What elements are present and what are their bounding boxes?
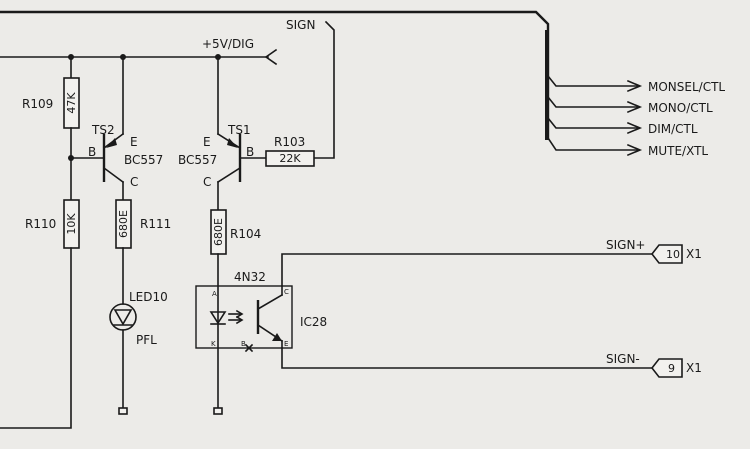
supply-rail [0,48,278,66]
resistor-ref: R103 [274,135,305,149]
pin-label: B [241,340,246,348]
resistor-r103 [265,150,315,167]
resistor-value: 680E [117,210,130,238]
connector-ref: X1 [686,247,702,261]
optocoupler-ref: IC28 [300,315,327,329]
connector-pin: 9 [668,362,675,375]
output-net-label: MONO/CTL [648,101,713,115]
optocoupler-part: 4N32 [234,270,266,284]
ground-terminal-icon [213,407,223,415]
pin-label: C [203,175,211,189]
supply-net-label: +5V/DIG [202,37,254,51]
pin-label: E [130,135,138,149]
ground-return-wire [0,247,72,429]
connector-pin: 10 [666,248,680,261]
pin-label: C [284,288,289,296]
resistor-ref: R104 [230,227,261,241]
light-emission-icon [228,309,244,325]
resistor-ref: R109 [22,97,53,111]
pin-label: C [130,175,138,189]
emitter-arrow-icon [106,138,117,148]
sign-net-label: SIGN [286,18,315,32]
sign-minus-wire [281,347,653,369]
resistor-value: 47K [65,92,78,114]
transistor-ref: TS2 [91,123,115,137]
transistor-ref: TS1 [227,123,251,137]
led-ref: LED10 [129,290,168,304]
pin-label: B [246,145,254,159]
net-label: SIGN+ [606,238,646,252]
sign-plus-wire [281,253,653,287]
connector-pin-icon [650,358,683,378]
ground-terminal-icon [118,407,128,415]
optocoupler-ic28 [195,285,293,349]
transistor-type: BC557 [178,153,217,167]
resistor-ref: R111 [140,217,171,231]
connector-pin-icon [650,244,683,264]
resistor-value: 10K [65,213,78,235]
transistor-type: BC557 [124,153,163,167]
pin-label: E [203,135,211,149]
pin-label: B [88,145,96,159]
led-icon [109,303,137,331]
connector-ref: X1 [686,361,702,375]
no-connect-icon [244,343,254,353]
net-label: SIGN- [606,352,640,366]
pin-label: A [212,290,217,298]
resistor-value: 22K [279,152,301,165]
resistor-ref: R110 [25,217,56,231]
opto-led-icon [209,311,227,325]
output-arrow-icon [626,79,643,157]
resistor-value: 680E [212,218,225,246]
transistor-ts1 [216,56,267,184]
emitter-arrow-icon [227,138,238,148]
transistor-ts2 [102,56,125,184]
led-label: PFL [136,333,157,347]
pin-label: E [284,340,288,348]
phototransistor-icon [256,285,284,349]
output-net-label: DIM/CTL [648,122,698,136]
pin-label: K [211,340,216,348]
sign-bus [0,10,643,157]
output-net-label: MUTE/XTL [648,144,708,158]
output-net-label: MONSEL/CTL [648,80,725,94]
sign-wire [313,20,335,159]
